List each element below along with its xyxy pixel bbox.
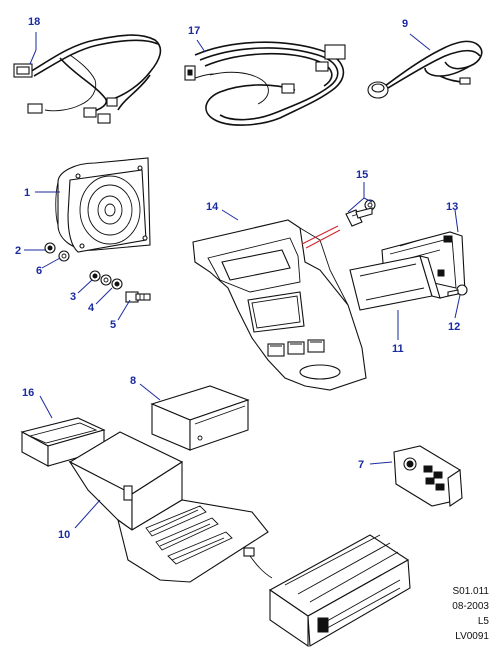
callout-4: 4	[88, 302, 95, 314]
console-panel-14	[192, 219, 367, 391]
fasteners-speaker	[44, 242, 151, 303]
radio-unit-11	[349, 255, 441, 311]
screw-12	[447, 284, 468, 297]
screws-15	[345, 199, 376, 227]
callout-8: 8	[130, 375, 136, 387]
reference-block: S01.011 08-2003 L5 LV0091	[452, 584, 489, 644]
callout-6: 6	[36, 265, 42, 277]
ref-section: S01.011	[452, 586, 489, 597]
ref-level: L5	[477, 616, 489, 627]
callout-11: 11	[392, 343, 404, 355]
callout-15: 15	[356, 169, 368, 181]
callout-18: 18	[28, 16, 40, 28]
callout-17: 17	[188, 25, 200, 37]
speaker-1	[55, 157, 151, 253]
tray-10	[68, 431, 269, 583]
callout-5: 5	[110, 319, 116, 331]
pocket-tray-16	[20, 417, 106, 467]
antenna-9	[367, 40, 483, 99]
callout-10: 10	[58, 529, 70, 541]
ref-code: LV0091	[455, 631, 489, 642]
callout-9: 9	[402, 18, 408, 30]
callout-7: 7	[358, 459, 364, 471]
harness-18	[13, 34, 162, 124]
highlight-line	[301, 225, 341, 249]
callout-16: 16	[22, 387, 34, 399]
callout-14: 14	[206, 201, 219, 213]
callout-1: 1	[24, 187, 30, 199]
ref-date: 08-2003	[452, 601, 489, 612]
callout-12: 12	[448, 321, 460, 333]
callout-13: 13	[446, 201, 458, 213]
module-box-8	[150, 385, 250, 451]
callout-2: 2	[15, 245, 21, 257]
harness-17	[184, 41, 346, 126]
cd-changer	[243, 534, 411, 648]
leader-lines	[24, 32, 461, 529]
callout-3: 3	[70, 291, 76, 303]
switch-panel-7	[393, 445, 463, 507]
